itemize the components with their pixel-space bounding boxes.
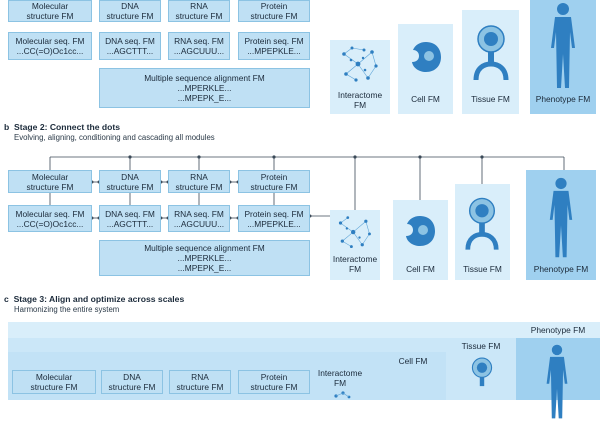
s1-tissue-label: Tissue FM: [471, 94, 510, 104]
network-icon: [342, 46, 378, 82]
s3-subtitle: Harmonizing the entire system: [14, 305, 120, 314]
s1-rna-seq-fm: RNA seq. FM...AGCUUU...: [168, 32, 230, 60]
s1-dna-seq-fm: DNA seq. FM...AGCTTT...: [99, 32, 161, 60]
s3-tissue-label: Tissue FM: [461, 341, 501, 351]
s1-cell-label: Cell FM: [411, 94, 440, 104]
s2-interactome-panel: [330, 210, 380, 280]
s2-msa-fm: Multiple sequence alignment FM...MPERKLE…: [99, 240, 310, 276]
s2-molecular-seq-fm: Molecular seq. FM...CC(=O)Oc1cc...: [8, 205, 92, 232]
s1-protein-seq-fm: Protein seq. FM...MPEPKLE...: [238, 32, 310, 60]
tissue-icon: [471, 357, 493, 387]
s2-rna-seq-fm: RNA seq. FM...AGCUUU...: [168, 205, 230, 232]
s3-heading: c Stage 3: Align and optimize across sca…: [4, 294, 185, 304]
human-silhouette-icon: [546, 344, 568, 419]
s2-subtitle: Evolving, aligning, conditioning and cas…: [14, 133, 215, 142]
s2-protein-seq-fm: Protein seq. FM...MPEPKLE...: [238, 205, 310, 232]
s2-cell-label: Cell FM: [406, 264, 435, 274]
s1-interactome-panel: [330, 40, 390, 114]
cell-icon: [406, 216, 435, 246]
s1-phenotype-label: Phenotype FM: [535, 94, 591, 104]
s1-msa-fm: Multiple sequence alignment FM...MPERKLE…: [99, 68, 310, 108]
s2-dna-seq-fm: DNA seq. FM...AGCTTT...: [99, 205, 161, 232]
s3-cell-label: Cell FM: [398, 356, 428, 366]
s3-phenotype-label: Phenotype FM: [530, 325, 586, 335]
s2-phenotype-label: Phenotype FM: [533, 264, 589, 274]
s2-tissue-label: Tissue FM: [463, 264, 502, 274]
s1-molecular-seq-fm: Molecular seq. FM...CC(=O)Oc1cc...: [8, 32, 92, 60]
network-icon: [338, 216, 371, 249]
tissue-icon: [465, 197, 499, 250]
tissue-icon: [473, 25, 509, 81]
human-silhouette-icon: [549, 177, 573, 258]
human-silhouette-icon: [551, 3, 575, 88]
cell-icon: [412, 42, 441, 72]
s2-heading: b Stage 2: Connect the dots: [4, 122, 121, 132]
network-icon: [334, 391, 351, 399]
